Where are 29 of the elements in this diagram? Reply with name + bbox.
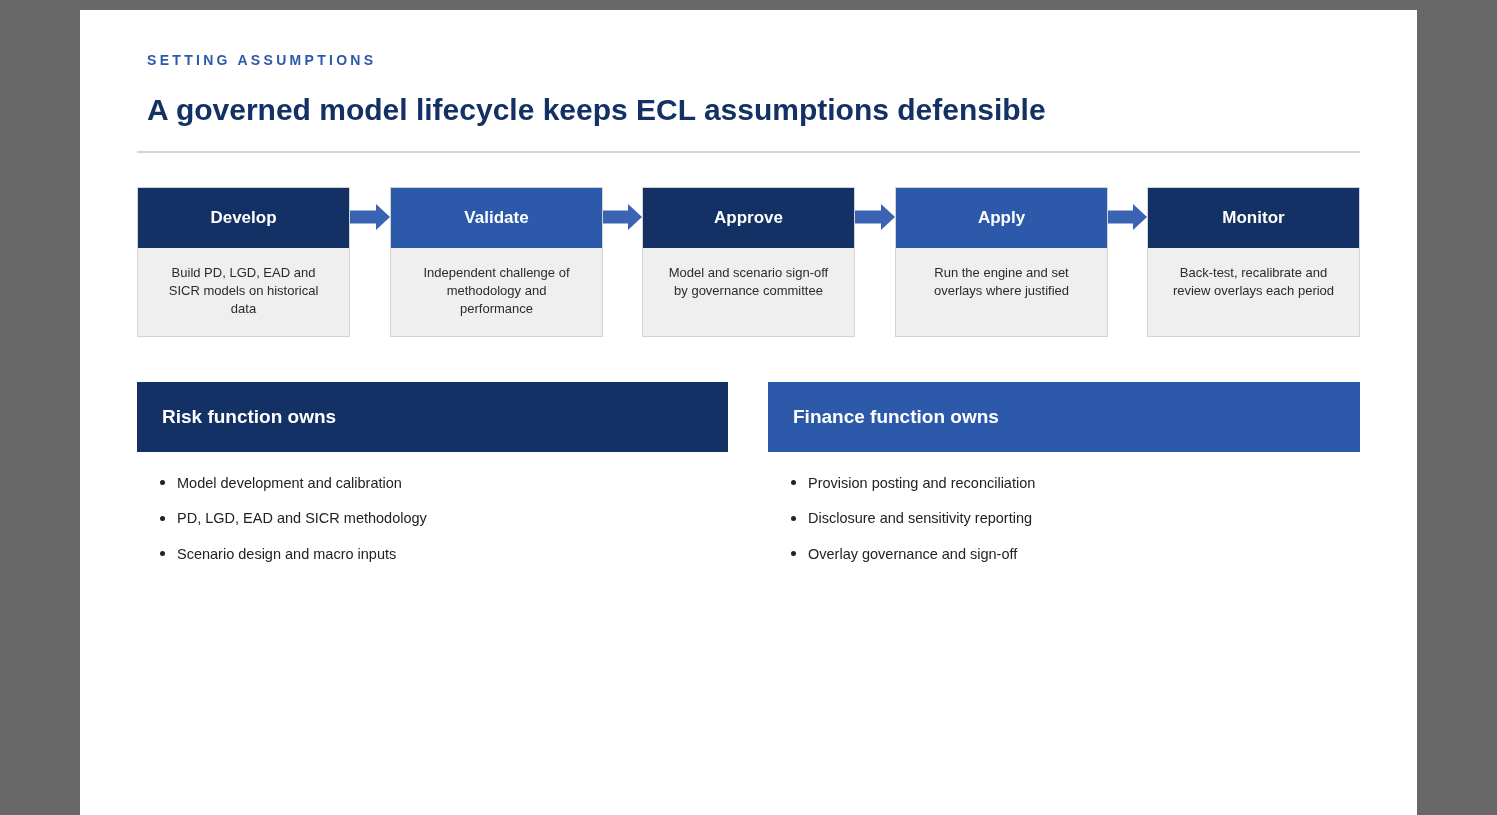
process-step xyxy=(642,187,855,337)
bullet-text: PD, LGD, EAD and SICR methodology xyxy=(177,509,427,528)
bullet-text: Scenario design and macro inputs xyxy=(177,544,397,563)
section-label: SETTING ASSUMPTIONS xyxy=(147,51,377,69)
bullet-text: Disclosure and sensitivity reporting xyxy=(808,509,1033,528)
step-description: Run the engine and set overlays where justified xyxy=(932,264,1071,300)
arrow xyxy=(350,204,390,230)
step-description: Model and scenario sign-off by governance committee xyxy=(667,264,830,300)
bullet-text: Model development and calibration xyxy=(177,473,402,492)
step-description: Independent challenge of methodology and performance xyxy=(422,264,571,318)
slide-title: A governed model lifecycle keeps ECL assumptions defensible xyxy=(147,92,1046,128)
process-step xyxy=(895,187,1108,337)
arrow xyxy=(1108,204,1147,230)
process-step xyxy=(137,187,350,337)
step-header: Develop xyxy=(138,188,349,248)
process-step xyxy=(1147,187,1360,337)
arrow xyxy=(603,204,642,230)
step-header: Apply xyxy=(896,188,1107,248)
owner-header-band: Finance function owns xyxy=(768,382,1360,452)
owner-header-band: Risk function owns xyxy=(137,382,728,452)
bullet-text: Provision posting and reconciliation xyxy=(808,473,1036,492)
arrow xyxy=(855,204,895,230)
step-description: Build PD, LGD, EAD and SICR models on historical data xyxy=(167,264,320,318)
step-header: Monitor xyxy=(1148,188,1359,248)
process-step xyxy=(390,187,603,337)
step-header: Validate xyxy=(391,188,602,248)
bullet-text: Overlay governance and sign-off xyxy=(808,544,1018,563)
step-header: Approve xyxy=(643,188,854,248)
step-description: Back-test, recalibrate and review overlays each period xyxy=(1171,264,1336,300)
